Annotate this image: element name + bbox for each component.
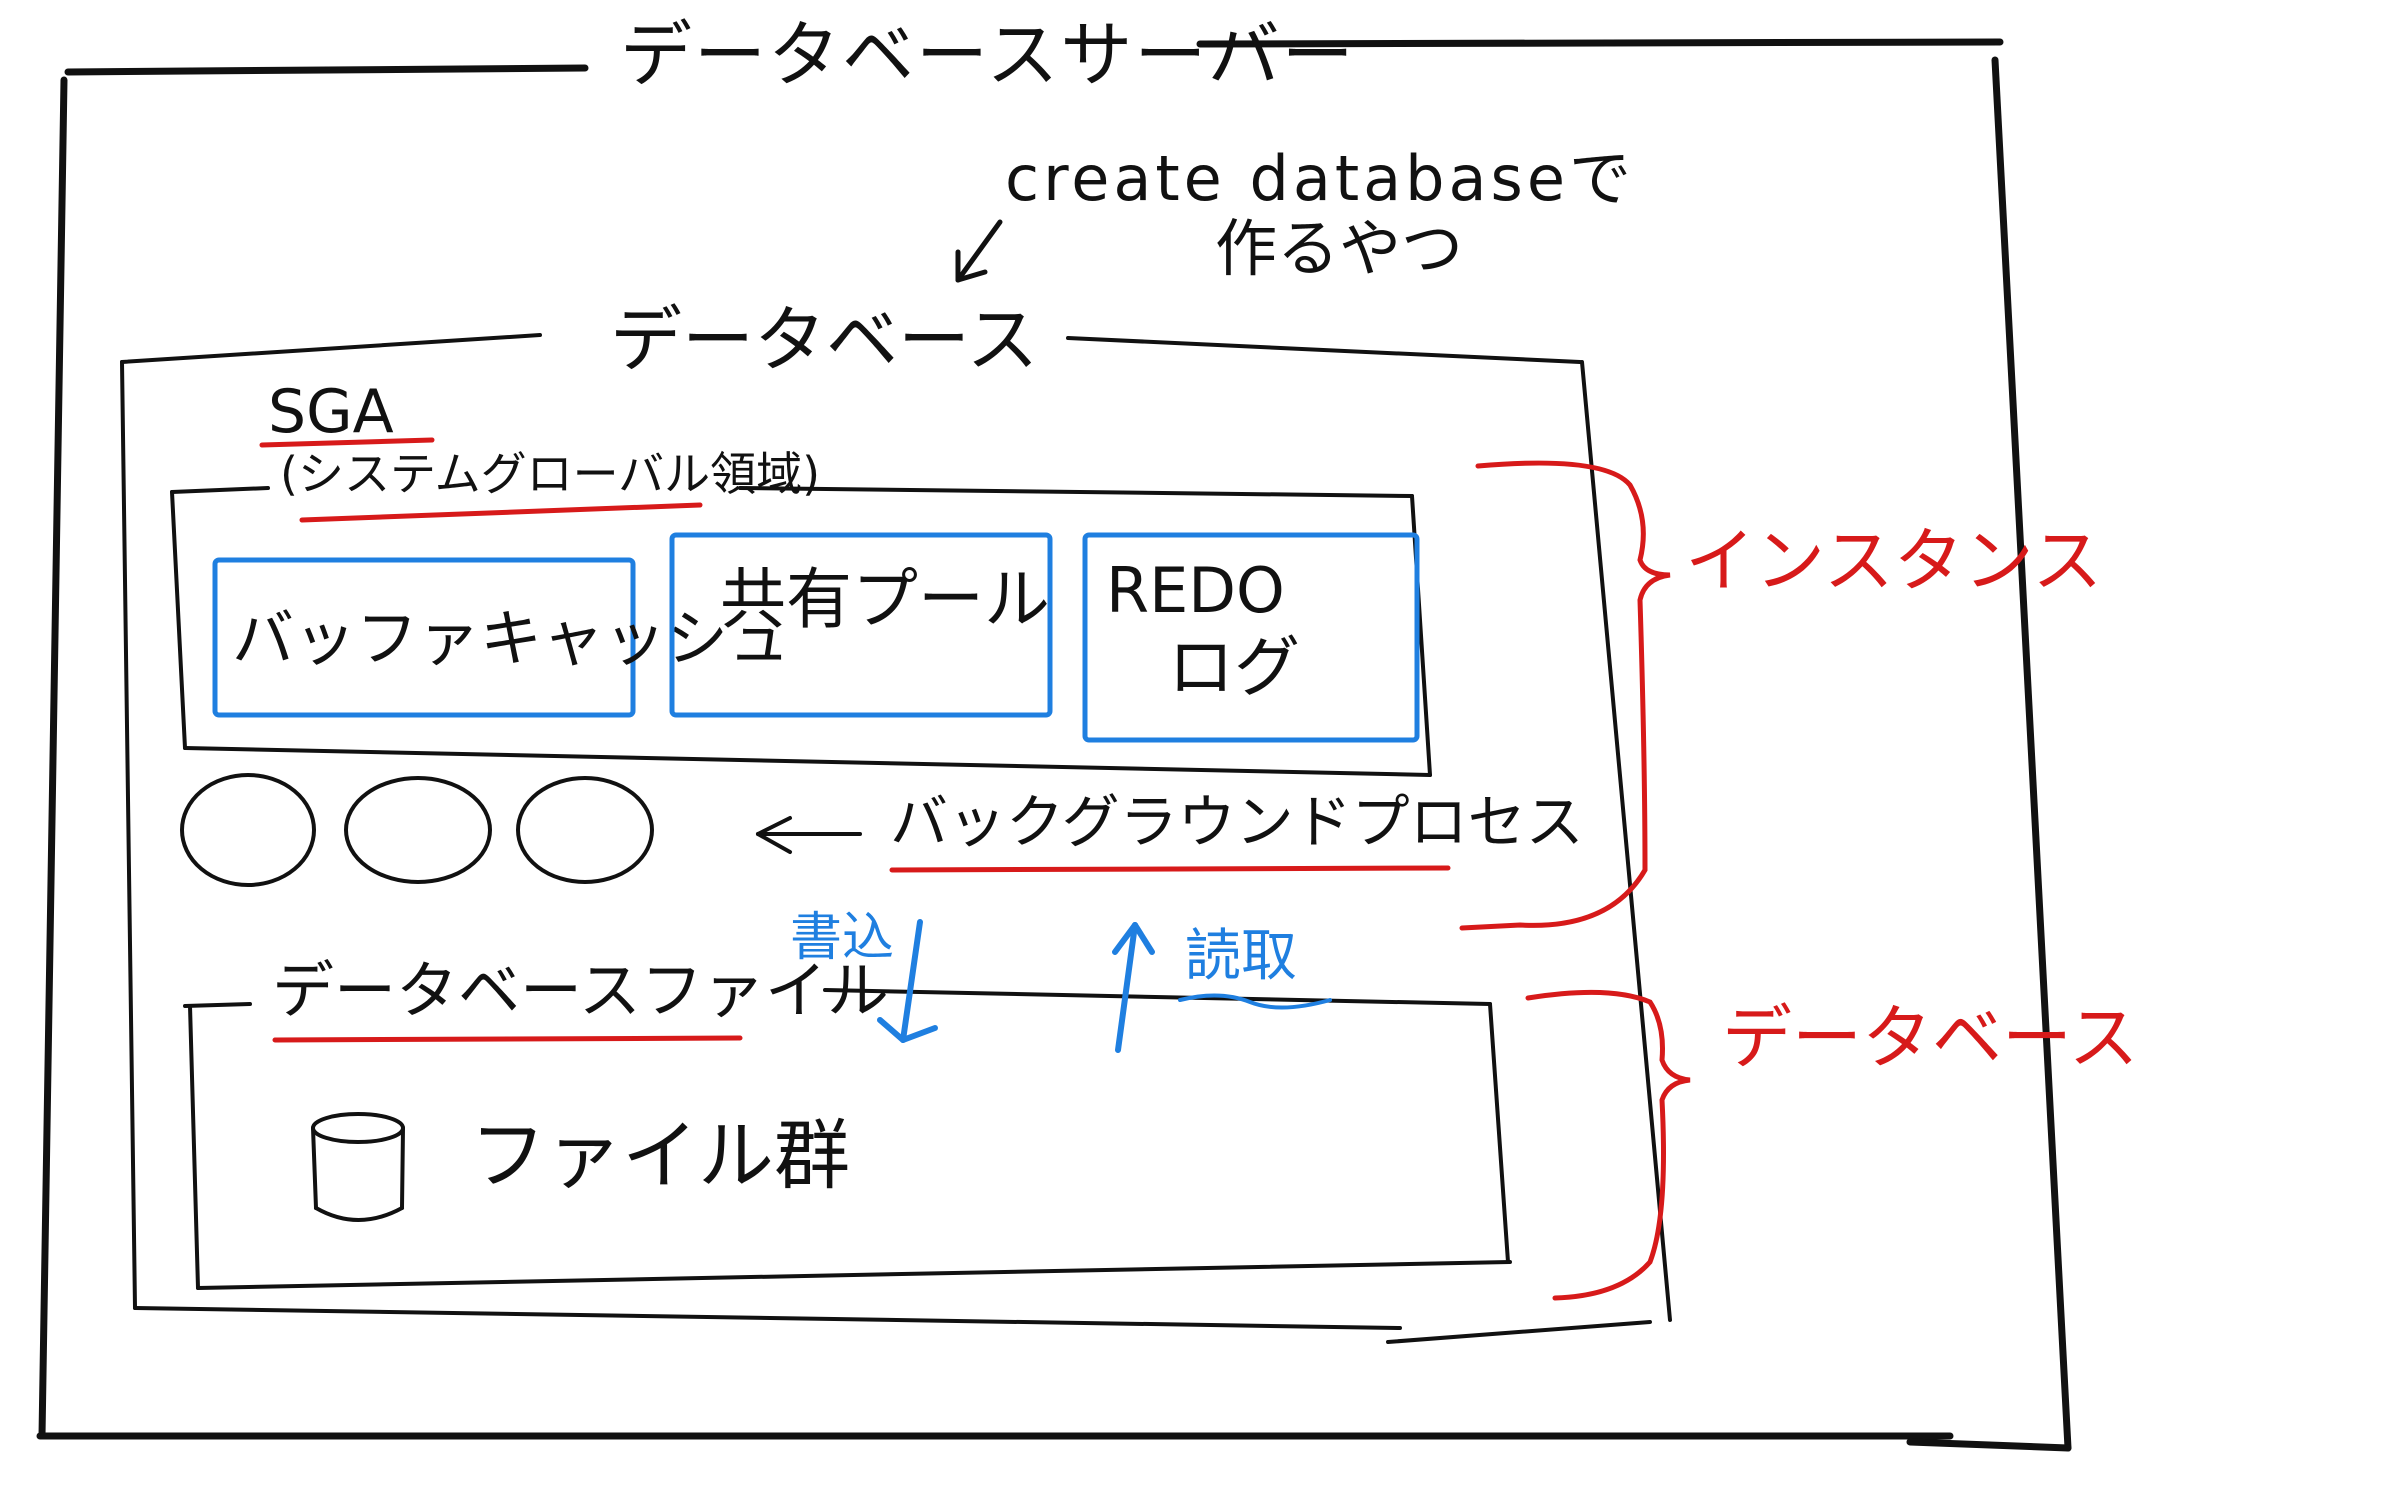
database-title: データベース — [610, 298, 1038, 382]
background-process-circle — [344, 776, 492, 884]
background-process-underline — [889, 865, 1451, 873]
background-process-label: バックグラウンドプロセス — [890, 788, 1584, 856]
sga-full-underline — [299, 502, 703, 523]
shared-pool-label: 共有プール — [720, 561, 1050, 638]
background-process-circle — [516, 776, 654, 884]
read-arrow-icon — [1112, 922, 1155, 1053]
database-brace-label: データベース — [1722, 997, 2139, 1079]
redo-log-label-line2: ログ — [1168, 629, 1300, 706]
redo-log-label-line1: REDO — [1106, 554, 1285, 627]
shared-pool-box — [669, 532, 1053, 718]
server-title: データベースサーバー — [620, 13, 1356, 97]
buffer-cache-label: バッファキャッシュ — [232, 602, 790, 675]
background-process-arrow-icon — [756, 816, 862, 854]
create-database-note-line2: 作るやつ — [1215, 212, 1463, 285]
server-frame — [36, 38, 2072, 1452]
instance-brace-icon — [1459, 460, 1671, 931]
background-process-circle — [180, 773, 316, 887]
read-underline — [1178, 993, 1332, 1010]
read-label: 読取 — [1185, 924, 1297, 989]
redo-log-box — [1082, 532, 1420, 743]
create-database-note-line1: create databaseで — [1005, 142, 1635, 215]
database-cylinder-icon — [311, 1112, 405, 1222]
database-files-label: データベースファイル — [272, 954, 889, 1027]
buffer-cache-box — [212, 557, 636, 718]
sga-underline — [259, 437, 435, 448]
sga-full-label: (システムグローバル領域) — [280, 447, 820, 501]
database-brace-icon — [1525, 989, 1691, 1301]
sga-label: SGA — [268, 377, 394, 447]
write-label: 書込 — [790, 908, 894, 968]
instance-label: インスタンス — [1685, 520, 2102, 602]
database-files-frame — [183, 988, 1512, 1290]
database-files-underline — [272, 1035, 743, 1043]
note-arrow-icon — [955, 219, 1003, 283]
write-arrow-icon — [877, 919, 938, 1043]
file-group-label: ファイル群 — [470, 1111, 850, 1200]
database-frame — [120, 333, 1672, 1344]
